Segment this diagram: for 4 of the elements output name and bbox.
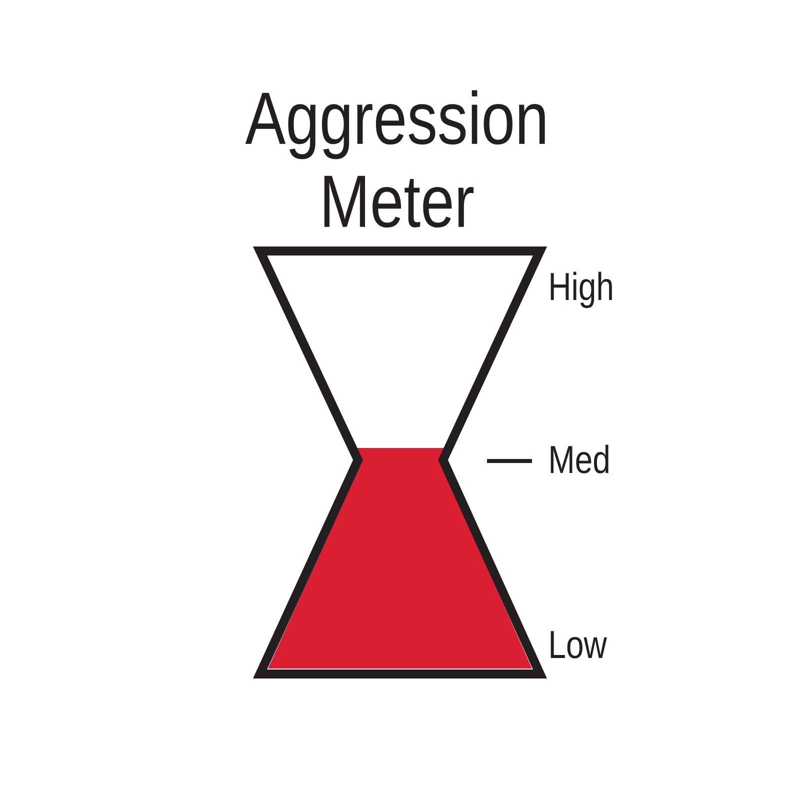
title: Aggression Meter xyxy=(245,90,545,228)
level-label: Low xyxy=(550,631,607,658)
level-label: High xyxy=(550,272,612,308)
level-label: Med xyxy=(550,444,608,474)
